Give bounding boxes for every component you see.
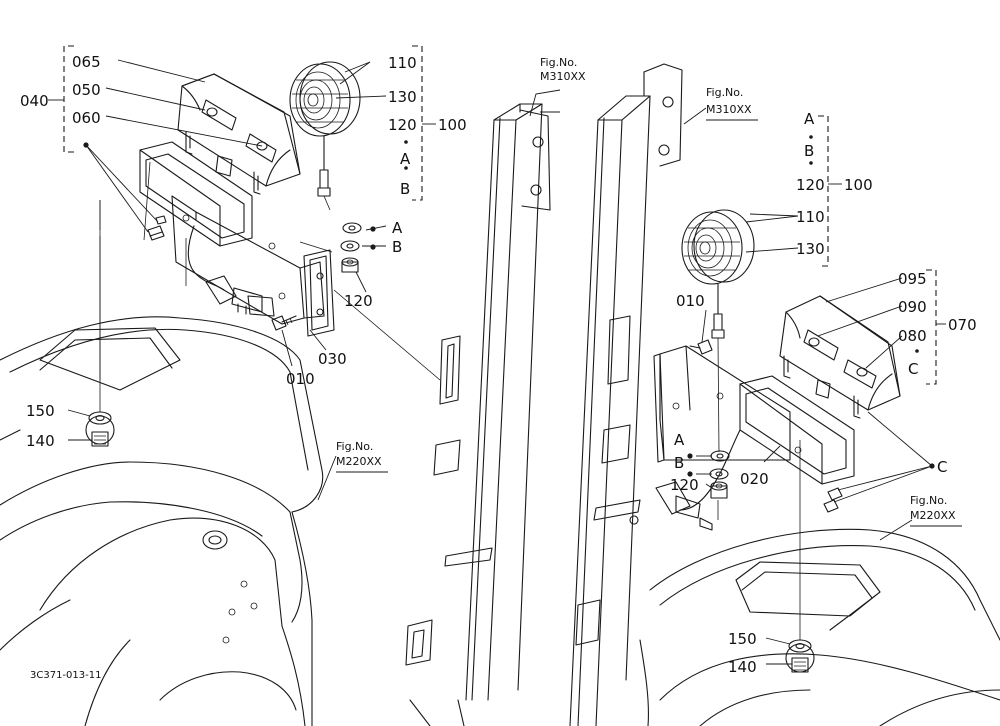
label-140-left: 140 bbox=[26, 432, 55, 450]
left-stud-140-150 bbox=[85, 411, 115, 447]
label-C-right-top: C bbox=[908, 360, 918, 378]
label-110-right: 110 bbox=[796, 208, 825, 226]
label-065: 065 bbox=[72, 53, 101, 71]
right-stud-140-150 bbox=[785, 639, 815, 673]
label-060: 060 bbox=[72, 109, 101, 127]
label-150-right: 150 bbox=[728, 630, 757, 648]
fig-ref-l-top-line2: M310XX bbox=[540, 70, 586, 83]
label-120-right: 120 bbox=[796, 176, 825, 194]
label-washer-B-left: B bbox=[392, 238, 402, 256]
label-150-left: 150 bbox=[26, 402, 55, 420]
right-bracket-020 bbox=[653, 345, 855, 485]
label-washer-B-right: B bbox=[674, 454, 684, 472]
label-B-left: B bbox=[400, 180, 410, 198]
label-100-right: 100 bbox=[844, 176, 873, 194]
fig-ref-leader-l-top bbox=[529, 89, 561, 117]
label-B-right: B bbox=[804, 142, 814, 160]
right-fender-outline bbox=[639, 528, 1000, 726]
fig-ref-r-bottom-line2: M220XX bbox=[910, 509, 956, 522]
label-100-left: 100 bbox=[438, 116, 467, 134]
right-work-lamp bbox=[681, 209, 755, 339]
label-washer-A-right: A bbox=[674, 431, 685, 449]
drawing-code: 3C371-013-11 bbox=[30, 670, 101, 681]
label-090: 090 bbox=[898, 298, 927, 316]
label-A-right: A bbox=[804, 110, 815, 128]
label-040: 040 bbox=[20, 92, 49, 110]
left-nuts-060 bbox=[147, 215, 167, 241]
left-wire-harness bbox=[187, 225, 275, 317]
label-110-left: 110 bbox=[388, 54, 417, 72]
label-A-left: A bbox=[400, 150, 411, 168]
left-bracket-030 bbox=[139, 141, 335, 337]
right-group-bracket bbox=[818, 115, 946, 385]
label-130-right: 130 bbox=[796, 240, 825, 258]
label-nut-120-right: 120 bbox=[670, 476, 699, 494]
left-fender-outline bbox=[0, 316, 324, 726]
fig-ref-l-bottom-line1: Fig.No. bbox=[336, 440, 373, 453]
label-120-left: 120 bbox=[388, 116, 417, 134]
right-bolt-010 bbox=[689, 339, 713, 355]
right-leaders bbox=[696, 213, 933, 665]
fig-ref-r-bottom-line1: Fig.No. bbox=[910, 494, 947, 507]
right-nuts-080 bbox=[823, 487, 843, 513]
label-030: 030 bbox=[318, 350, 347, 368]
left-bolt-010 bbox=[271, 315, 297, 331]
fig-ref-r-top-line2: M310XX bbox=[706, 103, 752, 116]
fig-ref-l-bottom-line2: M220XX bbox=[336, 455, 382, 468]
label-010-left: 010 bbox=[286, 370, 315, 388]
mast-column-right bbox=[569, 63, 683, 726]
label-080: 080 bbox=[898, 327, 927, 345]
mast-column-left bbox=[405, 103, 551, 726]
right-lamp-cover bbox=[779, 295, 901, 419]
left-washers-nut bbox=[340, 222, 362, 273]
fig-ref-leader-r-top bbox=[683, 107, 707, 125]
right-wire-harness bbox=[655, 429, 741, 531]
label-washer-A-left: A bbox=[392, 219, 403, 237]
fig-ref-r-top-line1: Fig.No. bbox=[706, 86, 743, 99]
label-020: 020 bbox=[740, 470, 769, 488]
label-130-left: 130 bbox=[388, 88, 417, 106]
label-095: 095 bbox=[898, 270, 927, 288]
label-070: 070 bbox=[948, 316, 977, 334]
fig-ref-l-top-line1: Fig.No. bbox=[540, 56, 577, 69]
label-010-right: 010 bbox=[676, 292, 705, 310]
label-nut-120-left: 120 bbox=[344, 292, 373, 310]
left-work-lamp bbox=[289, 61, 361, 197]
left-lamp-cover bbox=[177, 73, 301, 195]
label-C-right-bottom: C bbox=[937, 458, 947, 476]
label-140-right: 140 bbox=[728, 658, 757, 676]
left-group-bracket bbox=[48, 45, 436, 201]
left-leaders bbox=[67, 59, 441, 501]
label-050: 050 bbox=[72, 81, 101, 99]
